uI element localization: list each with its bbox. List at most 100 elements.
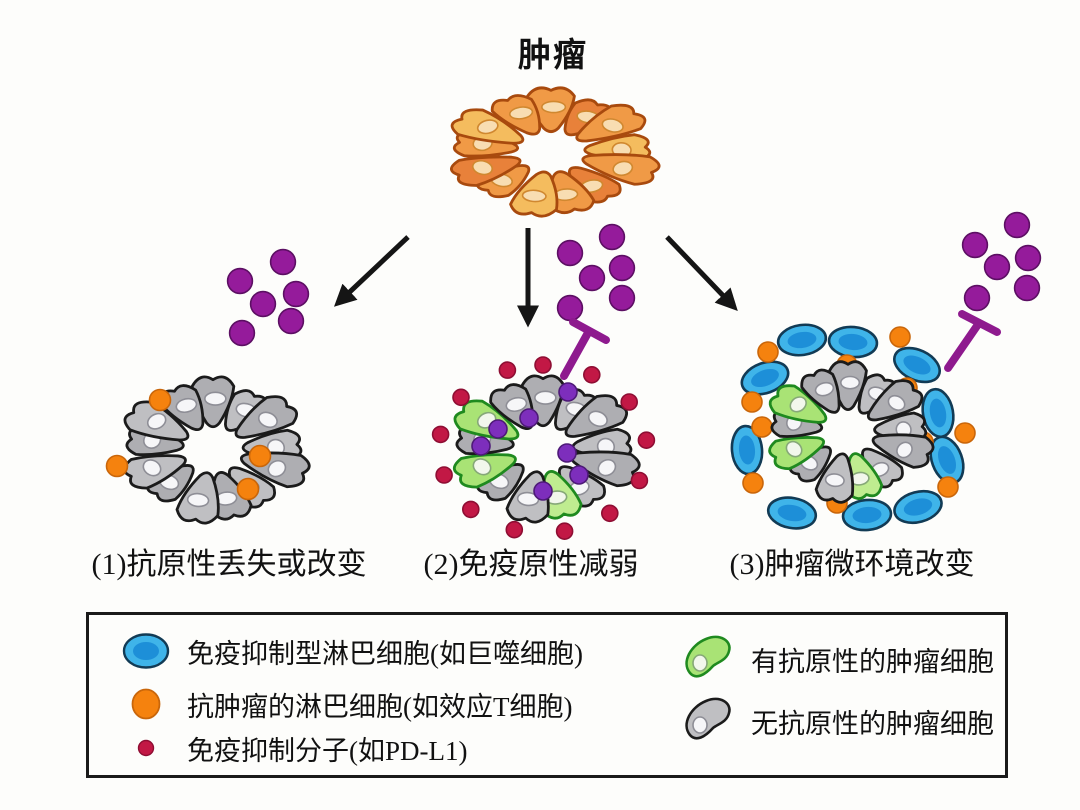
scenario-3-cluster — [770, 362, 934, 503]
arrow-to-scenario-1 — [333, 235, 410, 307]
inhibit-symbol-scenario-3 — [944, 310, 1001, 372]
inhibit-stem — [944, 319, 983, 372]
purple-molecule-dot — [269, 248, 297, 276]
blue-oval-icon — [117, 631, 175, 671]
cell-nucleus — [521, 189, 548, 203]
legend-item-immunosuppressive-molecule: 免疫抑制分子(如PD-L1) — [117, 727, 467, 769]
effector-t-cell-dot — [148, 388, 172, 412]
cell-nucleus — [470, 457, 493, 477]
scenario-2-caption: (2)免疫原性减弱 — [423, 548, 639, 581]
scenario-1-cluster — [124, 377, 309, 523]
orange-circle-icon — [117, 687, 175, 721]
cell-nucleus — [885, 393, 908, 413]
purple-molecule-dot — [1013, 274, 1041, 302]
macrophage-cell — [893, 489, 943, 525]
green-cell-icon — [681, 634, 739, 684]
pdl1-dot — [630, 471, 649, 490]
purple-molecule-cluster-1 — [226, 248, 310, 347]
effector-t-cell-dot — [751, 416, 773, 438]
cell-nucleus — [140, 458, 163, 478]
cell-nucleus — [787, 395, 809, 415]
purple-molecule-dot — [226, 267, 254, 295]
pdl1-dot — [431, 425, 450, 444]
legend-item-antigenic-tumor-cell: 有抗原性的肿瘤细胞 — [681, 633, 994, 685]
cell-nucleus — [542, 101, 566, 112]
cell-nucleus — [144, 411, 169, 431]
legend-label: 有抗原性的肿瘤细胞 — [751, 646, 994, 677]
purple-molecule-dot — [961, 231, 989, 259]
effector-t-cell-dot — [741, 391, 763, 413]
legend-box: 免疫抑制型淋巴细胞(如巨噬细胞) 抗肿瘤的淋巴细胞(如效应T细胞) 免疫抑制分子… — [86, 612, 1008, 778]
cell-nucleus — [610, 160, 635, 177]
pdl1-dot — [637, 431, 656, 450]
macrophage-cell — [841, 498, 893, 532]
inhibit-symbol-scenario-2 — [560, 318, 610, 380]
cell-nucleus — [516, 491, 540, 507]
purple-molecule-dot — [608, 284, 636, 312]
pdl1-dot — [435, 466, 453, 484]
effector-t-cell-dot — [248, 444, 272, 468]
pdl1-dot — [505, 520, 524, 539]
purple-molecule-dot — [983, 253, 1011, 281]
cell-nucleus — [503, 395, 529, 414]
scenario-2-internal-molecules — [471, 382, 589, 501]
cell-nucleus — [186, 492, 210, 508]
legend-label: 无抗原性的肿瘤细胞 — [751, 708, 994, 739]
purple-molecule-dot — [228, 319, 256, 347]
purple-molecule-dot — [556, 294, 584, 322]
legend-item-antitumor-lymphocyte: 抗肿瘤的淋巴细胞(如效应T细胞) — [117, 681, 572, 727]
scenario-1-caption: (1)抗原性丢失或改变 — [91, 548, 367, 581]
legend-label: 免疫抑制分子(如PD-L1) — [187, 735, 468, 766]
crimson-dot-icon — [117, 738, 175, 758]
legend-item-nonantigenic-tumor-cell: 无抗原性的肿瘤细胞 — [681, 695, 994, 747]
macrophage-cell — [740, 360, 790, 396]
legend-label: 抗肿瘤的淋巴细胞(如效应T细胞) — [187, 691, 573, 722]
pdl1-dot — [498, 361, 517, 379]
purple-molecule-dot — [556, 239, 584, 267]
cell-nucleus — [598, 116, 627, 134]
purple-molecule-dot — [282, 280, 310, 308]
violet-molecule-dot — [533, 481, 553, 501]
cell-nucleus — [255, 410, 281, 431]
tumor-cluster — [451, 88, 659, 216]
purple-molecule-cluster-2 — [556, 223, 636, 322]
cell-nucleus — [205, 392, 226, 405]
macrophage-cell — [776, 323, 828, 357]
cell-nucleus — [173, 396, 199, 415]
violet-molecule-dot — [471, 436, 491, 456]
scenario-2-pdl1-dots — [431, 356, 656, 541]
purple-molecule-cluster-3 — [961, 211, 1042, 312]
effector-t-cell-dot — [236, 477, 260, 501]
cell-nucleus — [469, 159, 495, 176]
purple-molecule-dot — [1014, 244, 1042, 272]
cell-nucleus — [266, 459, 288, 478]
cell-nucleus — [813, 380, 836, 398]
scenario-1-effector-t-cells — [105, 388, 272, 501]
purple-molecule-dot — [598, 223, 626, 251]
effector-t-cell-dot — [937, 476, 959, 498]
cell-nucleus — [535, 391, 556, 404]
purple-molecule-dot — [578, 264, 606, 292]
violet-molecule-dot — [569, 465, 589, 485]
macrophage-cell — [929, 435, 965, 485]
legend-item-immunosuppressive-lymphocyte: 免疫抑制型淋巴细胞(如巨噬细胞) — [117, 627, 583, 675]
pdl1-dot — [620, 393, 639, 411]
cell-nucleus — [506, 105, 535, 121]
cell-nucleus — [824, 473, 845, 488]
pdl1-dot — [452, 388, 470, 407]
macrophage-cell — [893, 346, 941, 384]
scenario-3-caption: (3)肿瘤微环境改变 — [729, 548, 975, 581]
gray-cell-icon — [681, 696, 739, 746]
purple-molecule-dot — [277, 307, 305, 335]
purple-molecule-dot — [963, 284, 991, 312]
macrophage-cell — [827, 325, 879, 359]
cell-nucleus — [784, 440, 805, 459]
effector-t-cell-dot — [954, 422, 976, 444]
pdl1-dot — [555, 522, 574, 541]
flow-arrows — [333, 228, 738, 328]
cell-nucleus — [841, 377, 860, 389]
macrophage-cell — [766, 496, 818, 530]
violet-molecule-dot — [557, 443, 577, 463]
